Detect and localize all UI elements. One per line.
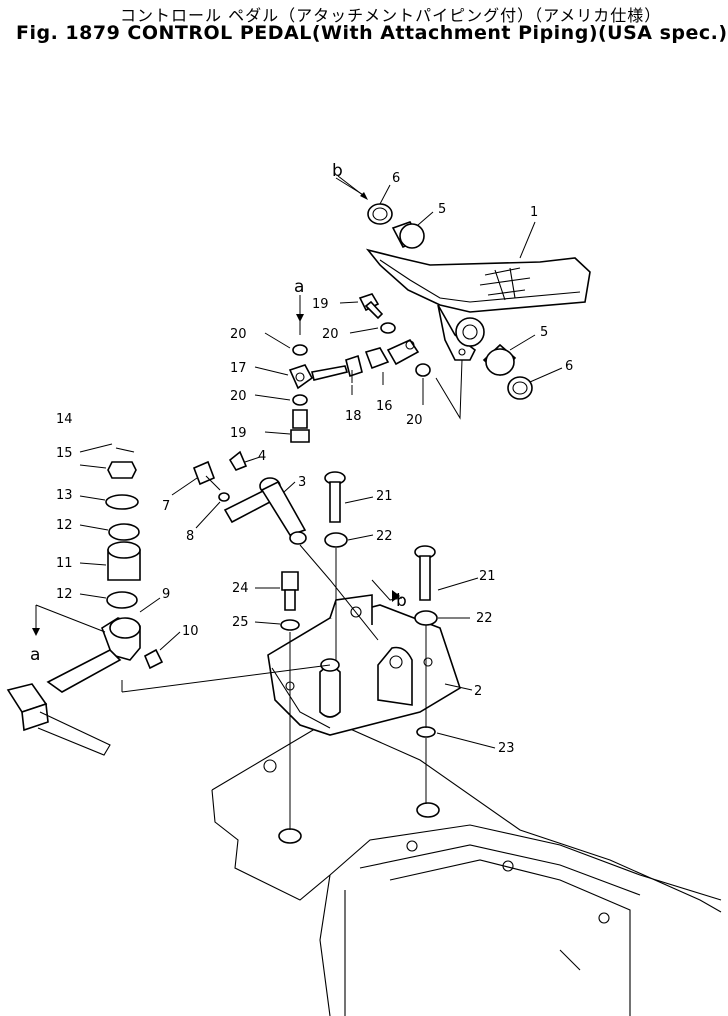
callout-21-lower: 21 [479, 569, 496, 584]
callout-17: 17 [230, 361, 247, 376]
callout-19-lower: 19 [230, 426, 247, 441]
floor-frame [211, 719, 722, 1016]
callout-22-upper: 22 [376, 529, 393, 544]
callout-6-lower: 6 [565, 359, 573, 374]
figure-title: Fig. 1879 CONTROL PEDAL(With Attachment … [16, 22, 728, 44]
callout-8: 8 [186, 529, 194, 544]
callout-13: 13 [56, 488, 73, 503]
pedal [365, 248, 591, 361]
callout-1: 1 [530, 205, 538, 220]
ref-b-upper: b [332, 161, 343, 181]
bolts-nuts [278, 471, 440, 844]
japanese-title: コントロール ペダル（アタッチメントパイピング付）（アメリカ仕様） [120, 6, 662, 25]
callout-2: 2 [474, 684, 482, 699]
ref-a-upper: a [294, 277, 304, 297]
callout-3: 3 [298, 475, 306, 490]
callout-20-left-lower: 20 [230, 389, 247, 404]
callout-18: 18 [345, 409, 362, 424]
leader-lines [35, 177, 563, 830]
callout-20-right: 20 [406, 413, 423, 428]
callout-19-upper: 19 [312, 297, 329, 312]
mounting-plate [267, 594, 461, 736]
linkage [288, 293, 431, 443]
bushings [367, 203, 533, 400]
callout-20-left-upper: 20 [230, 327, 247, 342]
callout-4: 4 [258, 449, 266, 464]
callout-23: 23 [498, 741, 515, 756]
callout-25: 25 [232, 615, 249, 630]
callout-15: 15 [56, 446, 73, 461]
reference-arrows [32, 175, 400, 636]
callout-5-lower: 5 [540, 325, 548, 340]
callout-14: 14 [56, 412, 73, 427]
left-assembly [6, 447, 164, 756]
callout-12-upper: 12 [56, 518, 73, 533]
callout-20-middle: 20 [322, 327, 339, 342]
callout-24: 24 [232, 581, 249, 596]
callout-labels: 1 2 3 4 5 5 6 6 7 8 9 10 11 12 12 13 14 … [56, 171, 573, 756]
ref-a-lower: a [30, 645, 40, 665]
callout-5-upper: 5 [438, 202, 446, 217]
callout-21-upper: 21 [376, 489, 393, 504]
shaft [192, 450, 307, 545]
callout-12-lower: 12 [56, 587, 73, 602]
callout-6-upper: 6 [392, 171, 400, 186]
callout-16: 16 [376, 399, 393, 414]
callout-7: 7 [162, 499, 170, 514]
callout-22-lower: 22 [476, 611, 493, 626]
callout-11: 11 [56, 556, 73, 571]
ref-b-lower: b [396, 591, 407, 611]
callout-9: 9 [162, 587, 170, 602]
reference-letters: a a b b [30, 161, 407, 665]
callout-10: 10 [182, 624, 199, 639]
